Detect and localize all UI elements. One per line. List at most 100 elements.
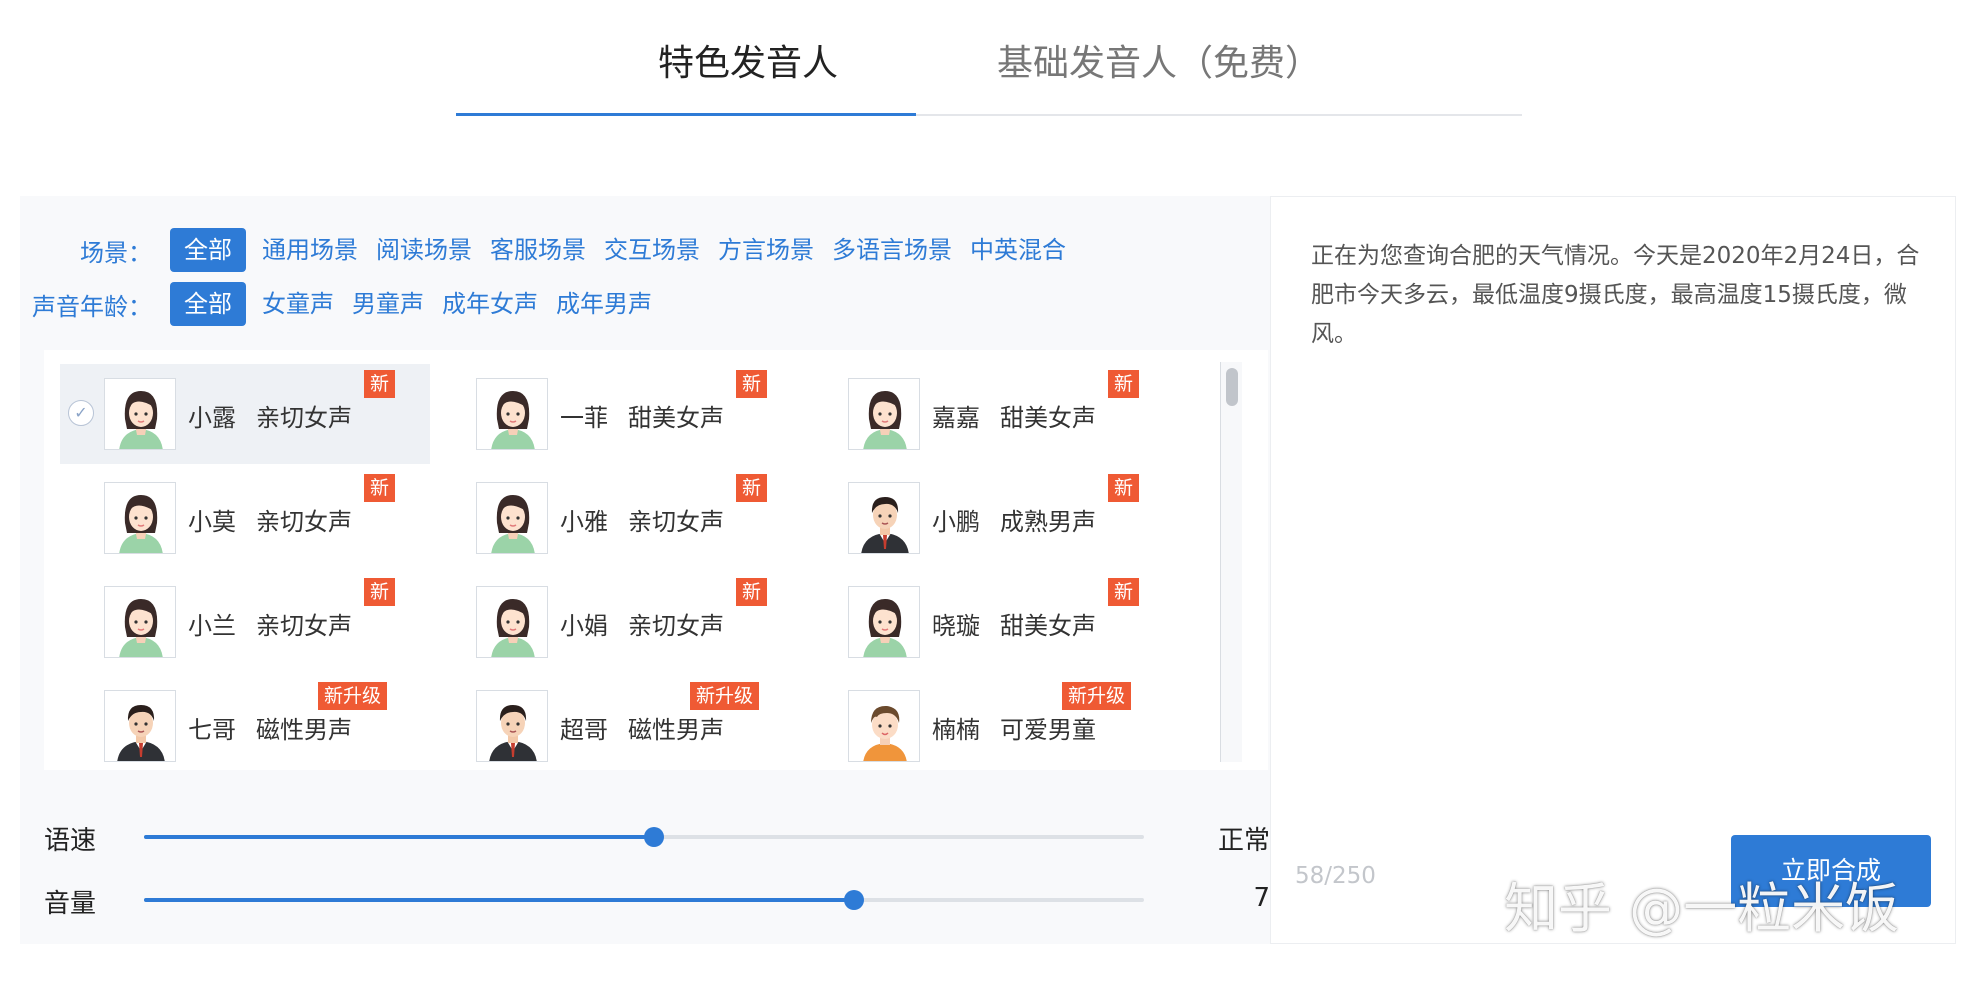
voice-name: 小露 <box>188 404 236 432</box>
voice-description: 成熟男声 <box>1000 508 1096 536</box>
scene-filter-reading[interactable]: 阅读场景 <box>376 236 472 264</box>
scene-filter-all[interactable]: 全部 <box>170 228 246 272</box>
voice-name: 小鹏 <box>932 508 980 536</box>
voice-description: 可爱男童 <box>1000 716 1096 744</box>
voice-name: 小娟 <box>560 612 608 640</box>
volume-slider-row: 音量 7 <box>44 879 1270 919</box>
scene-filter-interaction[interactable]: 交互场景 <box>604 236 700 264</box>
new-badge: 新 <box>364 474 396 502</box>
voice-item[interactable]: 小鹏成熟男声新 <box>804 468 1174 568</box>
voice-description: 亲切女声 <box>256 508 352 536</box>
child-avatar-icon <box>848 690 920 762</box>
scene-filter-multilingual[interactable]: 多语言场景 <box>832 236 952 264</box>
age-filter-girl[interactable]: 女童声 <box>262 290 334 318</box>
voice-item[interactable]: 一菲甜美女声新 <box>432 364 802 464</box>
voice-item[interactable]: 七哥磁性男声 新升级 <box>60 676 430 770</box>
voice-item[interactable]: 小莫亲切女声新 <box>60 468 430 568</box>
new-badge: 新升级 <box>318 682 388 710</box>
new-badge: 新升级 <box>1062 682 1132 710</box>
active-tab-indicator <box>456 113 916 116</box>
voice-name: 超哥 <box>560 716 608 744</box>
new-badge: 新 <box>736 474 768 502</box>
voice-description: 甜美女声 <box>1000 404 1096 432</box>
synthesis-text-area[interactable]: 正在为您查询合肥的天气情况。今天是2020年2月24日，合肥市今天多云，最低温度… <box>1311 243 1920 347</box>
female-avatar-icon <box>104 482 176 554</box>
voice-item[interactable]: 楠楠可爱男童 新升级 <box>804 676 1174 770</box>
voice-description: 亲切女声 <box>628 508 724 536</box>
scene-filter-row: 场景： 全部 通用场景 阅读场景 客服场景 交互场景 方言场景 多语言场景 中英… <box>20 228 1076 272</box>
voice-description: 亲切女声 <box>256 404 352 432</box>
scrollbar-thumb[interactable] <box>1226 368 1238 406</box>
new-badge: 新 <box>1108 370 1140 398</box>
tab-basic-voices[interactable]: 基础发音人（免费） <box>997 43 1322 84</box>
scene-filter-mixed[interactable]: 中英混合 <box>970 236 1066 264</box>
female-avatar-icon <box>476 482 548 554</box>
age-filter-all[interactable]: 全部 <box>170 282 246 326</box>
voice-item[interactable]: 小雅亲切女声新 <box>432 468 802 568</box>
voice-description: 磁性男声 <box>256 716 352 744</box>
female-avatar-icon <box>104 586 176 658</box>
age-filter-adult-female[interactable]: 成年女声 <box>442 290 538 318</box>
synthesize-button[interactable]: 立即合成 <box>1731 835 1931 907</box>
voice-item[interactable]: 晓璇甜美女声新 <box>804 572 1174 672</box>
male-avatar-icon <box>104 690 176 762</box>
speed-slider-handle[interactable] <box>644 827 664 847</box>
female-avatar-icon <box>848 586 920 658</box>
voice-item[interactable]: 小兰亲切女声新 <box>60 572 430 672</box>
tab-featured-voices[interactable]: 特色发音人 <box>658 43 839 84</box>
voice-name: 楠楠 <box>932 716 980 744</box>
new-badge: 新升级 <box>690 682 760 710</box>
character-counter: 58/250 <box>1295 863 1376 889</box>
new-badge: 新 <box>736 578 768 606</box>
text-input-panel: 正在为您查询合肥的天气情况。今天是2020年2月24日，合肥市今天多云，最低温度… <box>1270 196 1956 944</box>
speed-label: 语速 <box>44 826 97 856</box>
voice-description: 甜美女声 <box>1000 612 1096 640</box>
scene-filter-label: 场景： <box>80 238 152 267</box>
voice-name: 晓璇 <box>932 612 980 640</box>
scene-filter-general[interactable]: 通用场景 <box>262 236 358 264</box>
selected-check-icon: ✓ <box>68 400 94 426</box>
speed-value: 正常 <box>1217 826 1270 856</box>
new-badge: 新 <box>736 370 768 398</box>
scene-filter-dialect[interactable]: 方言场景 <box>718 236 814 264</box>
female-avatar-icon <box>104 378 176 450</box>
age-filter-row: 声音年龄： 全部 女童声 男童声 成年女声 成年男声 <box>20 282 662 326</box>
voice-description: 亲切女声 <box>628 612 724 640</box>
age-filter-label: 声音年龄： <box>32 292 152 321</box>
voice-name: 嘉嘉 <box>932 404 980 432</box>
voice-description: 甜美女声 <box>628 404 724 432</box>
female-avatar-icon <box>848 378 920 450</box>
speed-slider-row: 语速 正常 <box>44 816 1270 856</box>
voice-description: 磁性男声 <box>628 716 724 744</box>
speed-slider[interactable] <box>144 827 1144 847</box>
voice-name: 小兰 <box>188 612 236 640</box>
volume-value: 7 <box>1253 883 1270 913</box>
voice-selection-panel: 场景： 全部 通用场景 阅读场景 客服场景 交互场景 方言场景 多语言场景 中英… <box>20 196 1270 944</box>
age-filter-adult-male[interactable]: 成年男声 <box>556 290 652 318</box>
new-badge: 新 <box>1108 578 1140 606</box>
volume-slider[interactable] <box>144 890 1144 910</box>
voice-item[interactable]: 嘉嘉甜美女声新 <box>804 364 1174 464</box>
male-avatar-icon <box>476 690 548 762</box>
new-badge: 新 <box>1108 474 1140 502</box>
new-badge: 新 <box>364 578 396 606</box>
voice-type-tabs: 特色发音人 基础发音人（免费） <box>456 24 1522 116</box>
voice-name: 七哥 <box>188 716 236 744</box>
volume-slider-fill <box>144 898 854 902</box>
voice-item[interactable]: 小娟亲切女声新 <box>432 572 802 672</box>
volume-label: 音量 <box>44 889 97 919</box>
voice-item[interactable]: 超哥磁性男声 新升级 <box>432 676 802 770</box>
female-avatar-icon <box>476 378 548 450</box>
volume-slider-handle[interactable] <box>844 890 864 910</box>
voice-list-scrollbar[interactable] <box>1220 362 1242 762</box>
new-badge: 新 <box>364 370 396 398</box>
female-avatar-icon <box>476 586 548 658</box>
voice-name: 一菲 <box>560 404 608 432</box>
age-filter-boy[interactable]: 男童声 <box>352 290 424 318</box>
scene-filter-customer-service[interactable]: 客服场景 <box>490 236 586 264</box>
voice-name: 小莫 <box>188 508 236 536</box>
voice-name: 小雅 <box>560 508 608 536</box>
male-avatar-icon <box>848 482 920 554</box>
voice-item[interactable]: ✓ 小露亲切女声新 <box>60 364 430 464</box>
voice-list: ✓小露亲切女声新一菲甜美女声新嘉嘉甜美女声新小莫亲切女声新小雅亲切女声新小鹏成熟… <box>44 350 1268 770</box>
